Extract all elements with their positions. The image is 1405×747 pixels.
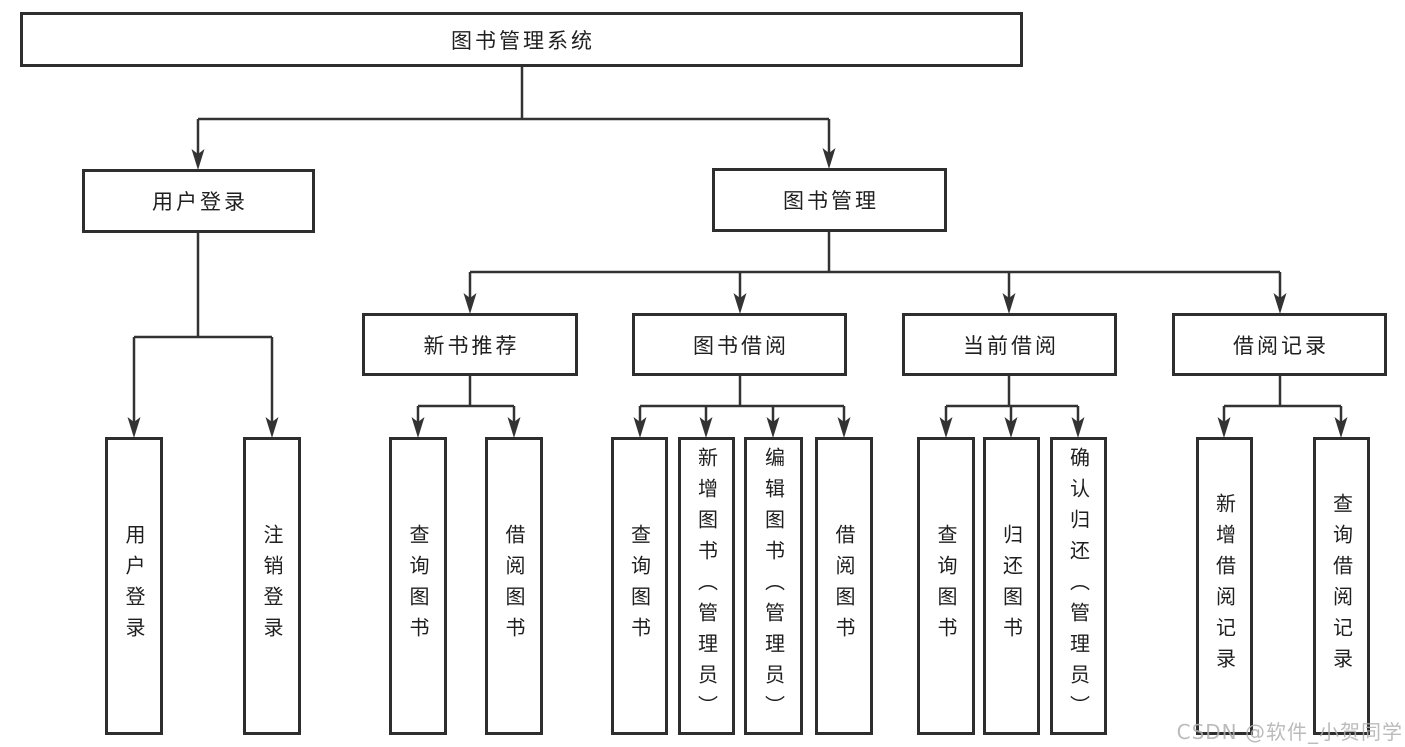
leaf-recommend-query-books: 查询图书 [389, 437, 447, 735]
arrowhead-down-icon [766, 417, 780, 438]
arrowhead-down-icon [265, 417, 279, 438]
leaf-current-return-books-label: 归还图书 [999, 524, 1024, 648]
leaf-borrow-edit-books-admin: 编辑图书（管理员） [744, 437, 803, 735]
arrowhead-down-icon [411, 417, 425, 438]
leaf-current-query-books-label: 查询图书 [934, 524, 958, 648]
node-new-book-recommend-label: 新书推荐 [423, 333, 520, 358]
node-root-label: 图书管理系统 [451, 28, 595, 53]
arrowhead-down-icon [1217, 417, 1231, 438]
leaf-records-add-record: 新增借阅记录 [1196, 437, 1253, 735]
arrowhead-down-icon [837, 417, 851, 438]
arrowhead-down-icon [699, 417, 713, 438]
leaf-borrow-query-books-label: 查询图书 [627, 524, 652, 648]
watermark: CSDN @软件_小贺同学 [1176, 720, 1403, 744]
arrowhead-down-icon [463, 293, 477, 314]
arrowhead-down-icon [1004, 417, 1018, 438]
arrowhead-down-icon [1273, 293, 1287, 314]
node-new-book-recommend: 新书推荐 [362, 313, 578, 376]
arrowhead-down-icon [191, 149, 205, 170]
node-book-management: 图书管理 [712, 168, 947, 232]
node-current-borrow-label: 当前借阅 [963, 333, 1059, 358]
node-book-borrow: 图书借阅 [632, 313, 847, 376]
leaf-borrow-add-books-admin-label: 新增图书（管理员） [694, 446, 719, 726]
leaf-borrow-query-books: 查询图书 [611, 437, 668, 735]
leaf-borrow-borrow-books-label: 借阅图书 [832, 524, 856, 648]
leaf-records-query-record-label: 查询借阅记录 [1329, 493, 1354, 679]
leaf-user-login-label: 用户登录 [122, 524, 146, 648]
arrowhead-down-icon [1002, 293, 1016, 314]
leaf-logout-label: 注销登录 [260, 524, 284, 648]
arrowhead-down-icon [507, 417, 521, 438]
leaf-current-confirm-return-admin-label: 确认归还（管理员） [1066, 446, 1091, 726]
leaf-records-query-record: 查询借阅记录 [1313, 437, 1370, 735]
node-borrow-records-label: 借阅记录 [1233, 333, 1329, 358]
arrowhead-down-icon [633, 417, 647, 438]
node-borrow-records: 借阅记录 [1172, 313, 1387, 376]
arrowhead-down-icon [1334, 417, 1348, 438]
node-book-borrow-label: 图书借阅 [693, 333, 789, 358]
node-user-login-label: 用户登录 [152, 190, 248, 214]
leaf-recommend-query-books-label: 查询图书 [406, 524, 430, 648]
leaf-current-return-books: 归还图书 [983, 437, 1040, 735]
node-book-management-label: 图书管理 [783, 189, 879, 213]
arrowhead-down-icon [822, 148, 836, 169]
arrowhead-down-icon [733, 293, 747, 314]
leaf-borrow-add-books-admin: 新增图书（管理员） [678, 437, 735, 735]
leaf-logout: 注销登录 [243, 437, 301, 735]
leaf-records-add-record-label: 新增借阅记录 [1212, 493, 1237, 679]
node-root: 图书管理系统 [20, 12, 1023, 67]
leaf-current-confirm-return-admin: 确认归还（管理员） [1050, 437, 1107, 735]
node-current-borrow: 当前借阅 [902, 313, 1117, 376]
leaf-borrow-edit-books-admin-label: 编辑图书（管理员） [761, 446, 786, 726]
arrowhead-down-icon [1071, 417, 1085, 438]
leaf-current-query-books: 查询图书 [917, 437, 975, 735]
leaf-recommend-borrow-books-label: 借阅图书 [502, 524, 526, 648]
node-user-login: 用户登录 [82, 169, 315, 233]
arrowhead-down-icon [939, 417, 953, 438]
arrowhead-down-icon [127, 417, 141, 438]
leaf-recommend-borrow-books: 借阅图书 [485, 437, 543, 735]
leaf-borrow-borrow-books: 借阅图书 [815, 437, 873, 735]
leaf-user-login: 用户登录 [105, 437, 163, 735]
